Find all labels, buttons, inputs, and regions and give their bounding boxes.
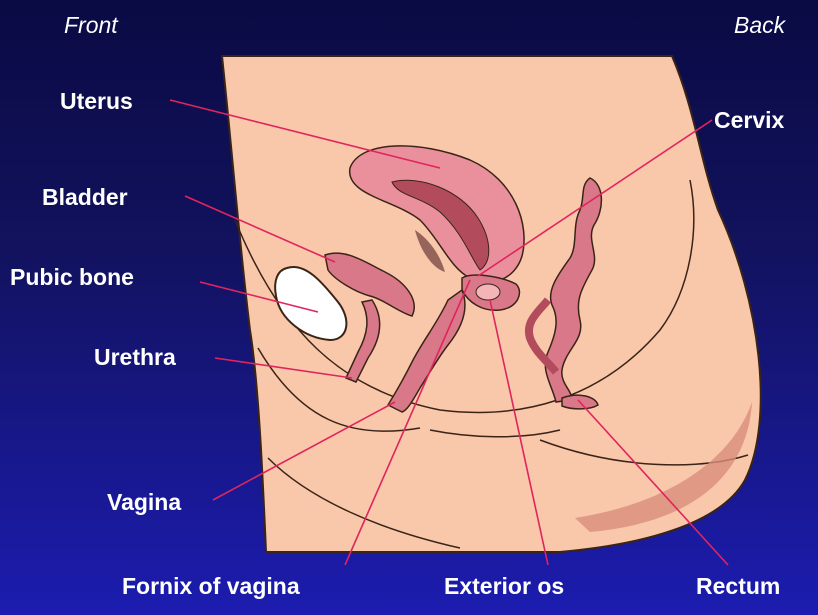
front-label: Front	[64, 14, 118, 37]
uterus-label: Uterus	[60, 90, 133, 113]
back-label: Back	[734, 14, 785, 37]
rectum-label: Rectum	[696, 575, 780, 598]
bladder-label: Bladder	[42, 186, 128, 209]
exterior-os-label: Exterior os	[444, 575, 564, 598]
fornix-label: Fornix of vagina	[122, 575, 300, 598]
vagina-label: Vagina	[107, 491, 181, 514]
urethra-label: Urethra	[94, 346, 176, 369]
pubic-bone-label: Pubic bone	[10, 266, 134, 289]
cervix-os	[476, 284, 500, 300]
cervix-label: Cervix	[714, 109, 784, 132]
